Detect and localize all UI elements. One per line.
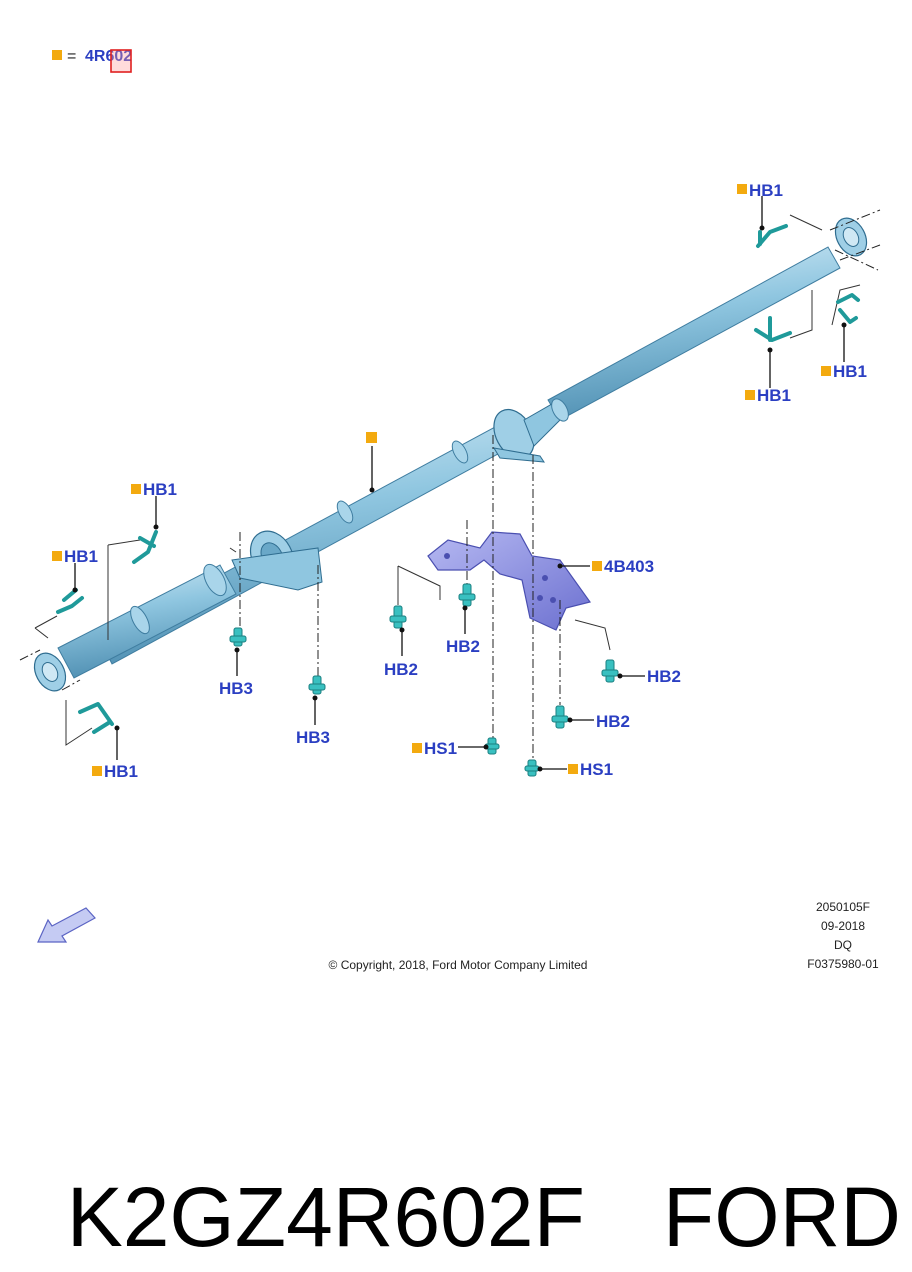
callout-hs1-a[interactable]: HS1: [424, 739, 457, 758]
callout-hb1-right-mid[interactable]: HB1: [833, 362, 867, 381]
caption-part-number: K2GZ4R602F: [66, 1170, 585, 1264]
bracket-4b403[interactable]: [427, 531, 592, 631]
callout-hs1-b[interactable]: HS1: [580, 760, 613, 779]
callout-bracket-4b403[interactable]: 4B403: [604, 557, 654, 576]
bolt-hb2-c[interactable]: [601, 659, 619, 683]
bolt-hb3-a[interactable]: [229, 627, 247, 647]
callout-hb1-left-upper[interactable]: HB1: [143, 480, 177, 499]
meta-line-2: 09-2018: [821, 919, 865, 933]
copyright-text: © Copyright, 2018, Ford Motor Company Li…: [329, 958, 588, 972]
part-caption: K2GZ4R602F FORD: [20, 1052, 901, 1264]
bolts: [229, 583, 619, 777]
bolt-hb2-a[interactable]: [389, 605, 407, 629]
clip-top-right[interactable]: [756, 224, 788, 248]
legend-part-number[interactable]: 4R602: [85, 48, 132, 65]
bolt-hb2-d[interactable]: [551, 705, 569, 729]
clip-left-upper[interactable]: [132, 530, 158, 564]
front-direction-arrow-icon: [37, 907, 96, 943]
legend-equals: =: [67, 48, 76, 65]
clip-left-lower[interactable]: [78, 702, 114, 734]
callout-hb3-a[interactable]: HB3: [219, 679, 253, 698]
callout-hb2-b[interactable]: HB2: [446, 637, 480, 656]
clip-right-mid[interactable]: [754, 316, 792, 342]
callout-hb2-c[interactable]: HB2: [647, 667, 681, 686]
leader-lines: [72, 196, 847, 772]
bolt-hb2-b[interactable]: [458, 583, 476, 607]
callout-hb2-d[interactable]: HB2: [596, 712, 630, 731]
callout-markers: [52, 184, 831, 776]
drive-shaft[interactable]: [28, 213, 873, 696]
callout-hb1-left-mid[interactable]: HB1: [64, 547, 98, 566]
exploded-view-diagram: = 4R602: [19, 48, 881, 972]
callout-hb1-left-lower[interactable]: HB1: [104, 762, 138, 781]
callout-hb1-right-lower[interactable]: HB1: [757, 386, 791, 405]
callout-labels: HB1 HB1 HB1 HB1 HB1 HB1 4B403 HB3 HB3 HB…: [64, 181, 867, 781]
selection-highlight-box[interactable]: [110, 49, 132, 73]
meta-line-4: F0375980-01: [807, 957, 879, 971]
shaft-marker-square: [366, 432, 377, 443]
meta-line-1: 2050105F: [816, 900, 870, 914]
hb1-clips: [56, 224, 860, 734]
callout-hb1-top-right[interactable]: HB1: [749, 181, 783, 200]
drawing-metadata: 2050105F 09-2018 DQ F0375980-01: [807, 900, 879, 971]
clip-left-mid[interactable]: [56, 588, 84, 614]
bolt-hs1-b[interactable]: [524, 759, 540, 777]
callout-hb3-b[interactable]: HB3: [296, 728, 330, 747]
bolt-hb3-b[interactable]: [308, 675, 326, 695]
bolt-hs1-a[interactable]: [484, 737, 500, 755]
legend-marker-square: [52, 50, 62, 60]
legend: = 4R602: [52, 48, 132, 73]
meta-line-3: DQ: [834, 938, 852, 952]
alignment-lines: [34, 214, 861, 762]
caption-brand: FORD: [662, 1170, 901, 1264]
clip-right-far[interactable]: [836, 293, 860, 324]
callout-hb2-a[interactable]: HB2: [384, 660, 418, 679]
